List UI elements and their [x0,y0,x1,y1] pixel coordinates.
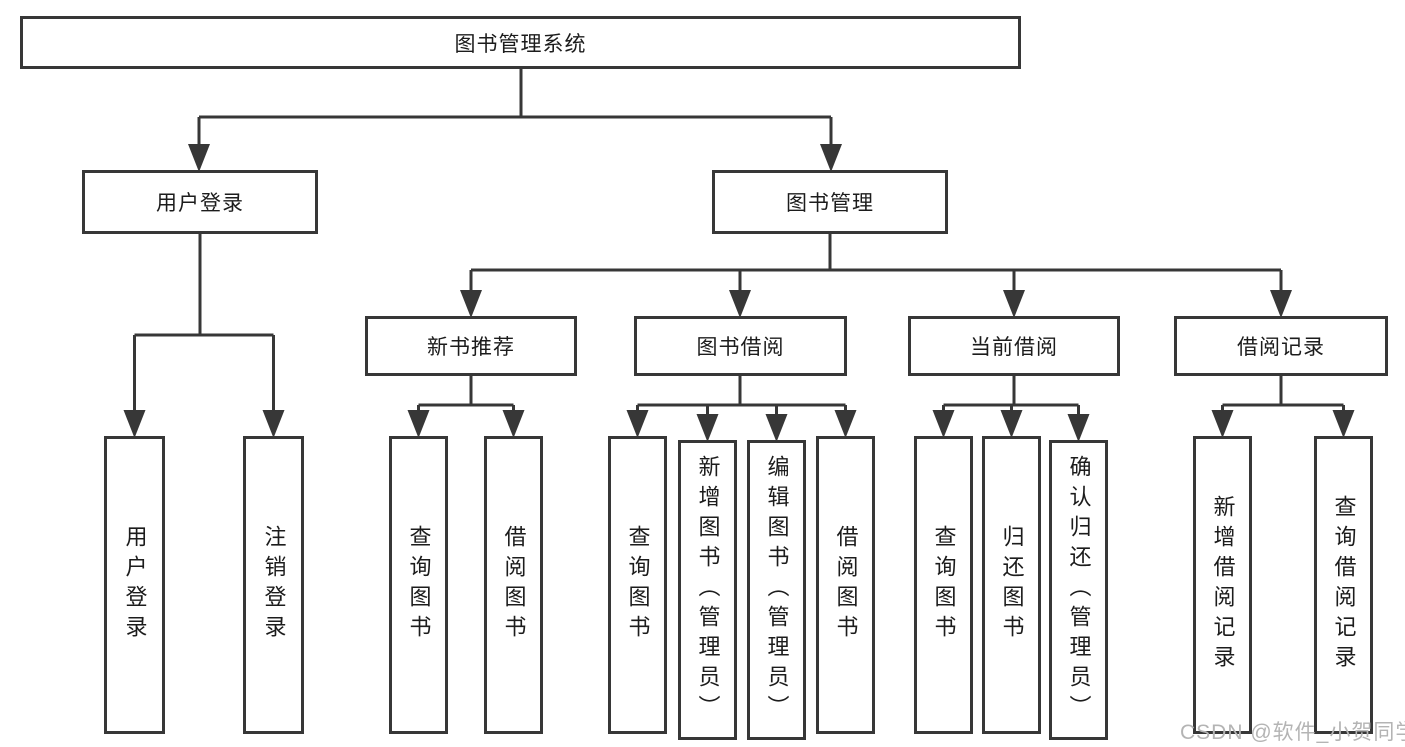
arrowhead [1067,414,1090,442]
csdn-watermark: CSDN @软件_小贺同学 [1180,721,1405,744]
arrowhead [1003,290,1025,318]
arrowhead [1211,410,1234,438]
leaf-records-add-record: 新增借阅记录 [1193,436,1252,734]
arrowhead [765,414,788,442]
arrowhead [820,144,842,172]
node-book-borrowing: 图书借阅 [634,316,847,376]
leaf-recommend-query-books: 查询图书 [389,436,448,734]
leaf-recommend-borrow-books: 借阅图书 [484,436,543,734]
arrowhead [1332,410,1355,438]
leaf-logout: 注销登录 [243,436,304,734]
connector-root-to-level2 [188,69,842,172]
leaf-borrowing-add-books-admin: 新增图书（管理员） [678,440,737,740]
arrowhead [123,410,146,438]
connector-newrec-to-leaves [407,376,525,438]
arrowhead [262,410,285,438]
leaf-records-query-record: 查询借阅记录 [1314,436,1373,734]
connector-records-to-leaves [1211,376,1355,438]
node-library-system: 图书管理系统 [20,16,1021,69]
leaf-borrowing-borrow-books: 借阅图书 [816,436,875,734]
leaf-current-return-books: 归还图书 [982,436,1041,734]
connector-borrowing-to-leaves [626,376,857,442]
connector-userlogin-to-leaves [123,234,285,438]
connector-bookmgmt-to-level3 [460,234,1292,318]
arrowhead [696,414,719,442]
arrowhead [407,410,430,438]
node-borrowing-records: 借阅记录 [1174,316,1388,376]
connector-current-to-leaves [932,376,1090,442]
arrowhead [834,410,857,438]
leaf-borrowing-query-books: 查询图书 [608,436,667,734]
leaf-current-query-books: 查询图书 [914,436,973,734]
arrowhead [188,144,210,172]
leaf-current-confirm-return-admin: 确认归还（管理员） [1049,440,1108,740]
arrowhead [502,410,525,438]
arrowhead [626,410,649,438]
leaf-user-login: 用户登录 [104,436,165,734]
node-book-management: 图书管理 [712,170,948,234]
node-new-book-recommend: 新书推荐 [365,316,577,376]
node-user-login: 用户登录 [82,170,318,234]
arrowhead [1000,410,1023,438]
arrowhead [460,290,482,318]
leaf-borrowing-edit-books-admin: 编辑图书（管理员） [747,440,806,740]
arrowhead [729,290,751,318]
arrowhead [932,410,955,438]
arrowhead [1270,290,1292,318]
node-current-borrowing: 当前借阅 [908,316,1120,376]
